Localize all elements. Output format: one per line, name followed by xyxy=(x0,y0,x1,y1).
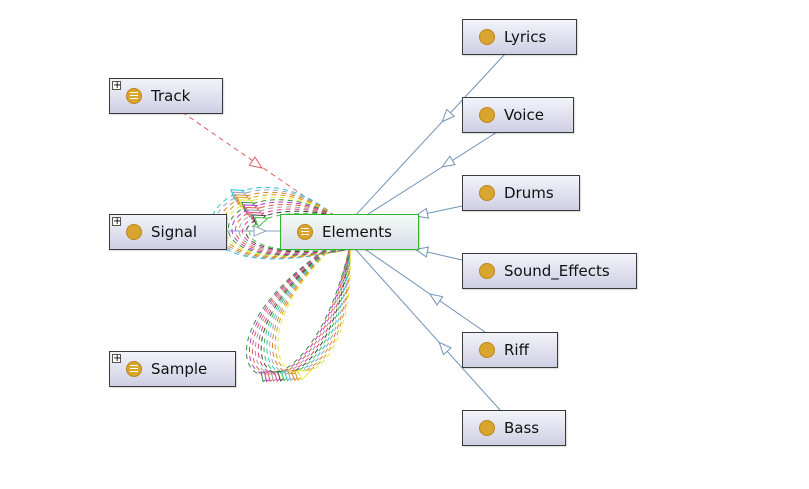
node-label: Track xyxy=(151,87,191,105)
loop-edge-lower xyxy=(274,239,351,375)
loop-edge-lower xyxy=(257,239,351,375)
loop-edge-upper xyxy=(238,206,346,254)
edge-arrow-track xyxy=(248,156,264,169)
individual-icon xyxy=(479,263,495,279)
individual-icon xyxy=(479,29,495,45)
individual-icon xyxy=(479,420,495,436)
loop-edge-upper xyxy=(249,212,346,252)
node-bass[interactable]: Bass xyxy=(462,410,566,446)
individual-icon xyxy=(479,342,495,358)
node-label: Elements xyxy=(322,223,392,241)
class-icon xyxy=(126,361,142,377)
node-label: Riff xyxy=(504,341,529,359)
edge-elements-lyrics xyxy=(339,53,506,233)
loop-edge-lower xyxy=(260,239,351,375)
node-elements[interactable]: Elements xyxy=(280,214,419,250)
loop-edge-lower xyxy=(249,239,351,376)
edge-track-elements xyxy=(181,111,331,215)
class-icon xyxy=(297,224,313,240)
edge-arrow-voice xyxy=(441,155,456,168)
loop-edge-lower xyxy=(269,239,351,375)
edge-arrow-riff xyxy=(428,293,444,306)
loop-edge-lower xyxy=(263,239,351,375)
node-riff[interactable]: Riff xyxy=(462,332,558,368)
loop-edge-lower xyxy=(266,239,351,375)
node-label: Lyrics xyxy=(504,28,547,46)
loop-edge-lower xyxy=(254,239,351,376)
node-label: Sound_Effects xyxy=(504,262,610,280)
node-label: Drums xyxy=(504,184,554,202)
individual-icon xyxy=(479,185,495,201)
node-label: Signal xyxy=(151,223,198,241)
loop-edge-lower xyxy=(277,239,351,374)
node-label: Voice xyxy=(504,106,544,124)
loop-edge-upper xyxy=(235,204,346,255)
node-label: Sample xyxy=(151,360,208,378)
node-signal[interactable]: + Signal xyxy=(109,214,227,250)
loop-arrow-upper xyxy=(254,216,270,228)
individual-icon xyxy=(479,107,495,123)
node-sound-effects[interactable]: Sound_Effects xyxy=(462,253,637,289)
node-track[interactable]: + Track xyxy=(109,78,223,114)
edge-arrow-bass xyxy=(438,341,452,356)
loop-edge-upper xyxy=(242,208,346,253)
loop-edge-upper xyxy=(220,194,346,258)
expand-icon[interactable]: + xyxy=(112,216,122,227)
loop-edge-upper xyxy=(231,201,346,255)
edge-arrow-lyrics xyxy=(441,108,456,123)
node-lyrics[interactable]: Lyrics xyxy=(462,19,577,55)
expand-icon[interactable]: + xyxy=(112,353,122,364)
loop-edge-upper xyxy=(245,210,346,253)
node-drums[interactable]: Drums xyxy=(462,175,580,211)
expand-icon[interactable]: + xyxy=(112,80,122,91)
edge-elements-bass xyxy=(339,231,501,411)
loop-arrow-lower xyxy=(297,370,313,381)
node-sample[interactable]: + Sample xyxy=(109,351,236,387)
loop-edge-lower xyxy=(246,239,351,376)
node-label: Bass xyxy=(504,419,540,437)
loop-edge-lower xyxy=(271,239,351,375)
loop-edge-lower xyxy=(251,239,351,376)
individual-icon xyxy=(126,224,142,240)
edge-arrow-signal xyxy=(253,225,268,237)
class-icon xyxy=(126,88,142,104)
node-voice[interactable]: Voice xyxy=(462,97,574,133)
